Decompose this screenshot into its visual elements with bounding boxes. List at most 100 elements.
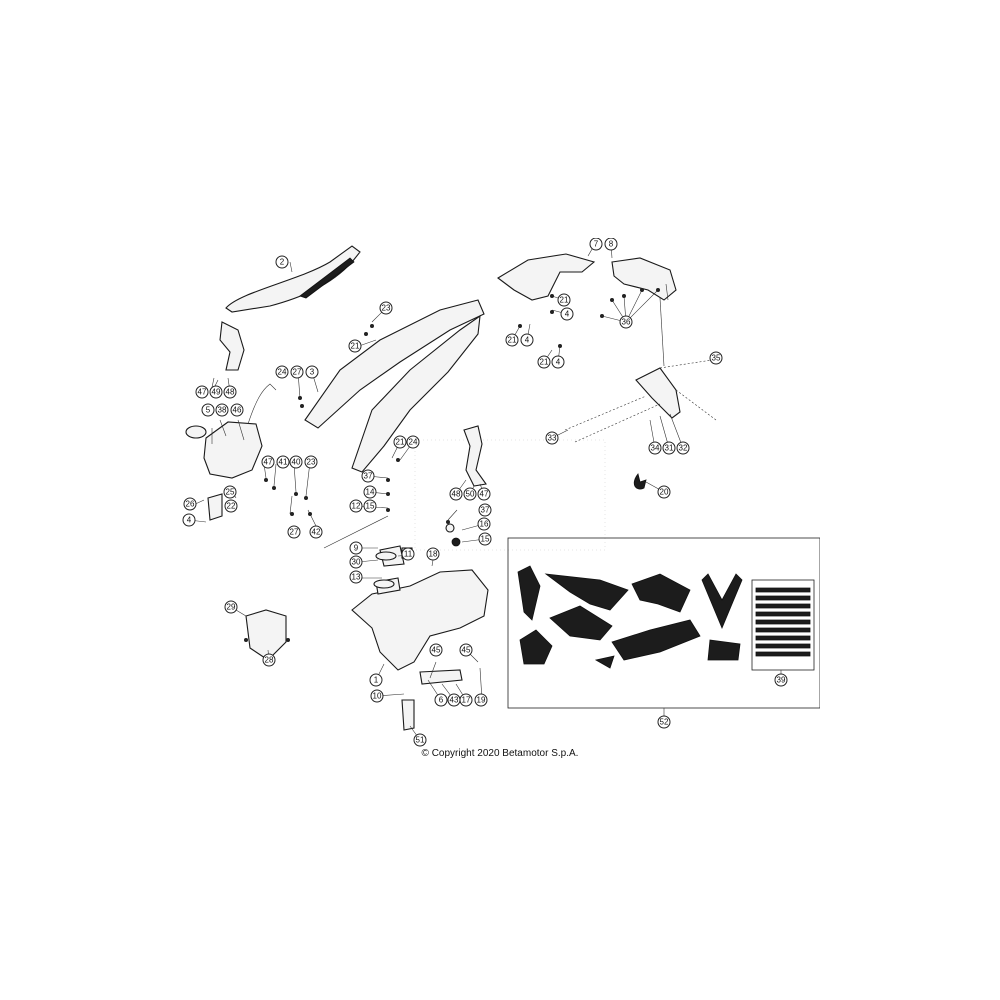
decal-front-fender — [517, 565, 541, 621]
svg-text:52: 52 — [660, 718, 669, 727]
svg-text:4: 4 — [525, 336, 530, 345]
callout-16: 16 — [477, 517, 491, 531]
svg-text:39: 39 — [777, 676, 786, 685]
decal-small — [594, 655, 615, 669]
callout-13: 13 — [349, 570, 363, 584]
svg-text:30: 30 — [352, 558, 361, 567]
rim-stripes — [755, 587, 811, 657]
fuel-tank-part — [351, 569, 489, 671]
decal-shroud-left — [544, 573, 629, 611]
callout-52: 52 — [657, 715, 671, 729]
svg-text:4: 4 — [565, 310, 570, 319]
callout-18: 18 — [426, 547, 440, 561]
tank-vent-hose — [323, 515, 389, 549]
callout-4a: 4 — [182, 513, 196, 527]
callout-47b: 47 — [261, 455, 275, 469]
svg-text:48: 48 — [452, 490, 461, 499]
svg-text:31: 31 — [665, 444, 674, 453]
svg-text:16: 16 — [480, 520, 489, 529]
callout-3: 3 — [305, 365, 319, 379]
callout-23a: 23 — [379, 301, 393, 315]
callout-27a: 27 — [290, 365, 304, 379]
svg-text:47: 47 — [264, 458, 273, 467]
callout-11: 11 — [401, 547, 415, 561]
seat-stripe — [299, 257, 355, 299]
callout-14: 14 — [363, 485, 377, 499]
exploded-parts-diagram: 1 2 3 4 4 4 4 5 6 7 8 9 10 11 12 13 14 1… — [180, 238, 820, 762]
callout-5: 5 — [201, 403, 215, 417]
side-panel-part — [304, 299, 485, 429]
callouts: 1 2 3 4 4 4 4 5 6 7 8 9 10 11 12 13 14 1… — [182, 238, 788, 747]
decal-fork-guard — [701, 573, 743, 630]
svg-text:42: 42 — [312, 528, 321, 537]
callout-31: 31 — [662, 441, 676, 455]
svg-text:48: 48 — [226, 388, 235, 397]
callout-15a: 15 — [363, 499, 377, 513]
svg-text:27: 27 — [290, 528, 299, 537]
svg-text:35: 35 — [712, 354, 721, 363]
svg-text:40: 40 — [292, 458, 301, 467]
right-bracket-part — [463, 425, 487, 487]
svg-text:14: 14 — [366, 488, 375, 497]
svg-text:12: 12 — [352, 502, 361, 511]
callout-4c: 4 — [520, 333, 534, 347]
svg-text:36: 36 — [622, 318, 631, 327]
callout-43: 43 — [447, 693, 461, 707]
callout-36: 36 — [619, 315, 633, 329]
svg-text:47: 47 — [480, 490, 489, 499]
seat-part — [225, 245, 361, 313]
callout-27b: 27 — [287, 525, 301, 539]
callout-2: 2 — [275, 255, 289, 269]
svg-text:6: 6 — [439, 696, 444, 705]
callout-8: 8 — [604, 238, 618, 251]
svg-text:5: 5 — [206, 406, 211, 415]
callout-12: 12 — [349, 499, 363, 513]
fuel-valve-part — [419, 669, 463, 685]
svg-text:43: 43 — [450, 696, 459, 705]
callout-51: 51 — [413, 733, 427, 747]
decal-side-panel-right — [611, 619, 701, 661]
callout-22: 22 — [224, 499, 238, 513]
svg-text:49: 49 — [212, 388, 221, 397]
callout-4d: 4 — [551, 355, 565, 369]
svg-text:50: 50 — [466, 490, 475, 499]
callout-34: 34 — [648, 441, 662, 455]
svg-text:45: 45 — [432, 646, 441, 655]
callout-9: 9 — [349, 541, 363, 555]
callout-7: 7 — [589, 238, 603, 251]
svg-text:46: 46 — [233, 406, 242, 415]
svg-text:20: 20 — [660, 488, 669, 497]
airbox-lower-part — [207, 493, 223, 521]
svg-text:38: 38 — [218, 406, 227, 415]
callout-49: 49 — [209, 385, 223, 399]
svg-text:11: 11 — [404, 550, 413, 559]
callout-29: 29 — [224, 600, 238, 614]
svg-text:47: 47 — [198, 388, 207, 397]
svg-text:10: 10 — [373, 692, 382, 701]
plate-holder-leader — [564, 359, 717, 443]
rear-fender-part — [497, 253, 596, 301]
callout-48b: 48 — [449, 487, 463, 501]
hook-part — [633, 473, 647, 490]
svg-text:21: 21 — [351, 342, 360, 351]
svg-text:3: 3 — [310, 368, 315, 377]
decal-side-panel-left — [549, 605, 613, 641]
svg-text:17: 17 — [462, 696, 471, 705]
callout-42: 42 — [309, 525, 323, 539]
callout-4b: 4 — [560, 307, 574, 321]
copyright-notice: © Copyright 2020 Betamotor S.p.A. — [421, 748, 579, 759]
breather-hose — [247, 383, 277, 425]
svg-text:8: 8 — [609, 240, 614, 249]
callout-6: 6 — [434, 693, 448, 707]
svg-text:41: 41 — [279, 458, 288, 467]
callout-21e: 21 — [537, 355, 551, 369]
svg-text:26: 26 — [186, 500, 195, 509]
callout-24b: 24 — [406, 435, 420, 449]
callout-10: 10 — [370, 689, 384, 703]
svg-text:45: 45 — [462, 646, 471, 655]
callout-35: 35 — [709, 351, 723, 365]
svg-text:21: 21 — [508, 336, 517, 345]
svg-text:21: 21 — [560, 296, 569, 305]
svg-text:23: 23 — [382, 304, 391, 313]
